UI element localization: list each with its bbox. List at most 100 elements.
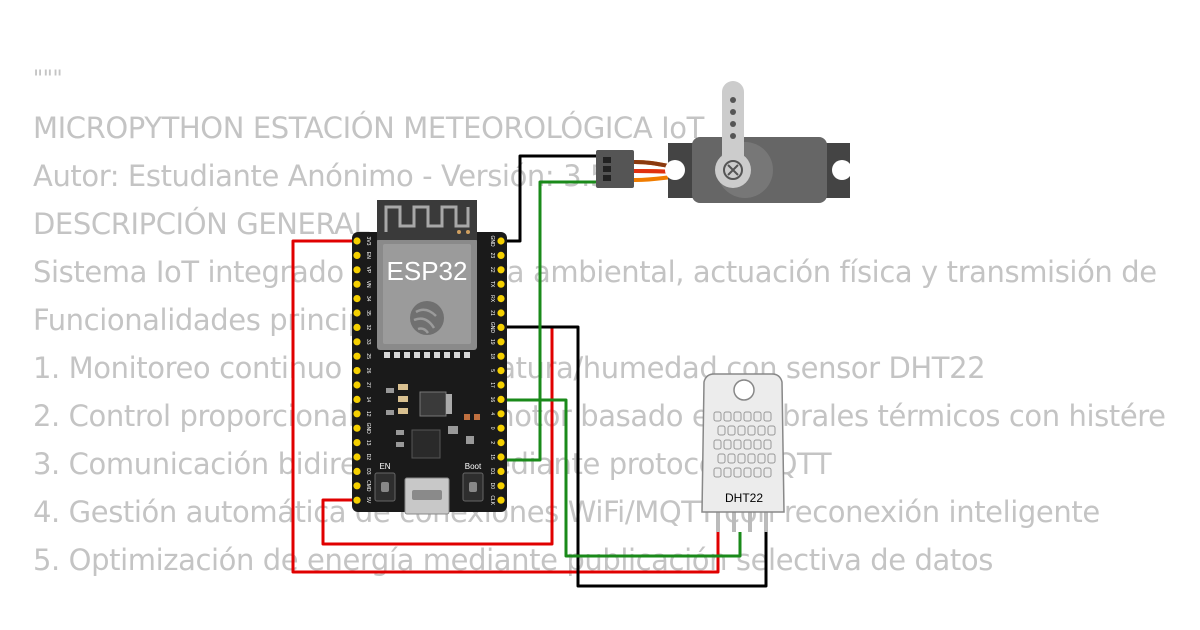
pin-label-left-14: 13 bbox=[365, 440, 371, 446]
pin-left-15[interactable] bbox=[353, 453, 361, 461]
pin-label-left-11: 14 bbox=[365, 397, 371, 403]
pin-right-5[interactable] bbox=[497, 309, 505, 317]
pin-left-10[interactable] bbox=[353, 381, 361, 389]
dht22-vent-slot bbox=[713, 411, 722, 422]
code-line-author: Autor: Estudiante Anónimo - Versión: 3.5 bbox=[33, 159, 609, 193]
pin-left-13[interactable] bbox=[353, 424, 361, 432]
code-line-docstring-open: """ bbox=[33, 67, 63, 92]
pin-right-6[interactable] bbox=[497, 323, 505, 331]
pin-label-left-16: D3 bbox=[365, 468, 371, 475]
pin-right-14[interactable] bbox=[497, 439, 505, 447]
dht22-vent-slot bbox=[723, 467, 732, 478]
pin-label-right-4: RX bbox=[489, 295, 495, 303]
pin-right-15[interactable] bbox=[497, 453, 505, 461]
pin-label-left-1: EN bbox=[365, 252, 371, 259]
pin-label-right-0: GND bbox=[489, 235, 495, 247]
pin-label-right-6: GND bbox=[489, 322, 495, 334]
dht22-vent-slot bbox=[757, 453, 766, 464]
dht22-vent-slot bbox=[757, 425, 766, 436]
dht22-vent-slot bbox=[713, 467, 722, 478]
dht22-legs bbox=[716, 500, 720, 532]
pin-left-1[interactable] bbox=[353, 251, 361, 259]
espressif-logo-icon bbox=[410, 301, 444, 335]
dht22-vent-slot bbox=[763, 467, 772, 478]
dht22-vent-slot bbox=[763, 411, 772, 422]
wire-red-3v3-loop[interactable] bbox=[291, 239, 720, 574]
pin-left-12[interactable] bbox=[353, 410, 361, 418]
dht22-vent-slot bbox=[743, 439, 752, 450]
pin-right-4[interactable] bbox=[497, 295, 505, 303]
dht22-vent-slot bbox=[737, 425, 746, 436]
pin-label-left-0: 3V3 bbox=[365, 237, 371, 246]
pin-left-3[interactable] bbox=[353, 280, 361, 288]
smd-components bbox=[386, 384, 480, 447]
dht22-vent-slot bbox=[737, 453, 746, 464]
pin-label-right-16: D1 bbox=[489, 468, 495, 475]
wire-black-gnd-sensor[interactable] bbox=[500, 325, 768, 588]
code-line-section-heading: DESCRIPCIÓN GENERAL bbox=[33, 207, 370, 241]
code-line-feature-5: 5. Optimización de energía mediante publ… bbox=[33, 543, 993, 577]
wire-green-signal-servo[interactable] bbox=[500, 180, 598, 462]
pin-label-right-7: 19 bbox=[489, 339, 495, 345]
pin-right-0[interactable] bbox=[497, 237, 505, 245]
pin-left-4[interactable] bbox=[353, 295, 361, 303]
pin-right-12[interactable] bbox=[497, 410, 505, 418]
pin-label-left-8: 25 bbox=[365, 353, 371, 359]
servo-motor[interactable] bbox=[596, 81, 852, 203]
pin-label-right-17: D0 bbox=[489, 483, 495, 490]
wire-black-gnd-servo[interactable] bbox=[500, 154, 598, 243]
wire-green-signal-sensor[interactable] bbox=[500, 398, 742, 558]
pin-left-5[interactable] bbox=[353, 309, 361, 317]
dht22-vent-slot bbox=[767, 453, 776, 464]
pin-right-7[interactable] bbox=[497, 338, 505, 346]
pin-right-18[interactable] bbox=[497, 496, 505, 504]
pin-left-2[interactable] bbox=[353, 266, 361, 274]
dht22-vent-slot bbox=[733, 439, 742, 450]
pin-left-9[interactable] bbox=[353, 367, 361, 375]
pin-right-3[interactable] bbox=[497, 280, 505, 288]
dht22-vent-slot bbox=[713, 439, 722, 450]
pin-left-8[interactable] bbox=[353, 352, 361, 360]
esp32-board[interactable]: ESP32 EN bbox=[352, 200, 507, 515]
pin-header-left: 3V3ENVPVN343532332526271412GND13D2D3CMD5… bbox=[353, 237, 371, 504]
pin-label-left-6: 32 bbox=[365, 325, 371, 331]
pin-left-17[interactable] bbox=[353, 482, 361, 490]
pin-left-18[interactable] bbox=[353, 496, 361, 504]
pin-left-0[interactable] bbox=[353, 237, 361, 245]
servo-connector bbox=[596, 150, 634, 188]
pin-left-14[interactable] bbox=[353, 439, 361, 447]
dht22-vent-slot bbox=[753, 439, 762, 450]
esp32-shield-inner bbox=[383, 244, 471, 344]
pin-right-10[interactable] bbox=[497, 381, 505, 389]
pin-left-6[interactable] bbox=[353, 323, 361, 331]
pin-label-right-2: 22 bbox=[489, 267, 495, 273]
pin-right-8[interactable] bbox=[497, 352, 505, 360]
pin-left-7[interactable] bbox=[353, 338, 361, 346]
dht22-vent-slot bbox=[743, 467, 752, 478]
pin-label-right-3: TX bbox=[489, 281, 495, 288]
pin-right-1[interactable] bbox=[497, 251, 505, 259]
pin-right-11[interactable] bbox=[497, 395, 505, 403]
dht22-vent-slot bbox=[747, 425, 756, 436]
pin-right-9[interactable] bbox=[497, 367, 505, 375]
pin-right-2[interactable] bbox=[497, 266, 505, 274]
pin-left-11[interactable] bbox=[353, 395, 361, 403]
usb-uart-chip bbox=[411, 429, 441, 459]
en-button-label: EN bbox=[379, 462, 390, 471]
dht22-sensor[interactable]: DHT22 bbox=[701, 373, 785, 532]
dht22-vent-slot bbox=[723, 411, 732, 422]
pin-label-right-5: 21 bbox=[489, 310, 495, 316]
pin-label-left-7: 33 bbox=[365, 339, 371, 345]
pin-label-left-2: VP bbox=[365, 266, 371, 273]
pin-right-16[interactable] bbox=[497, 467, 505, 475]
dht22-vent-slot bbox=[733, 467, 742, 478]
pin-label-right-9: 5 bbox=[489, 369, 495, 372]
dht22-vent-slot bbox=[717, 453, 726, 464]
servo-screw-icon bbox=[723, 160, 743, 180]
pin-right-13[interactable] bbox=[497, 424, 505, 432]
pin-label-right-18: CLK bbox=[489, 495, 495, 505]
pin-left-16[interactable] bbox=[353, 467, 361, 475]
code-line-title: MICROPYTHON ESTACIÓN METEOROLÓGICA IoT bbox=[33, 111, 704, 145]
pin-right-17[interactable] bbox=[497, 482, 505, 490]
